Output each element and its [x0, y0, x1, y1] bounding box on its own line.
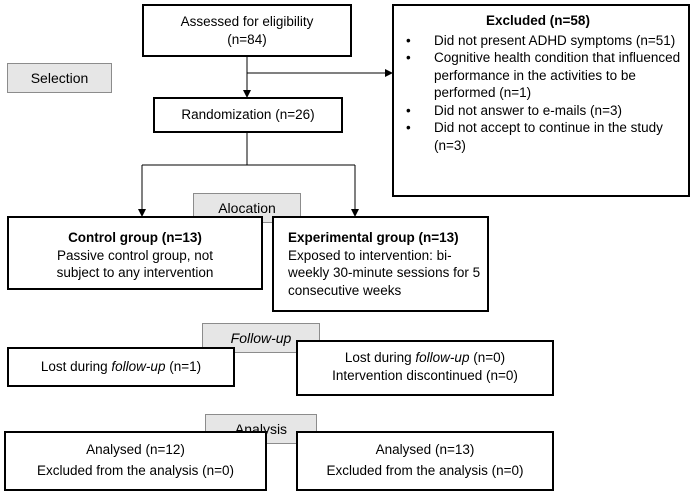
- experimental-group-desc-line1: Exposed to intervention: bi-: [288, 247, 452, 263]
- excluded-item: Did not answer to e-mails (n=3): [394, 102, 682, 120]
- control-group-title: Control group (n=13): [68, 230, 202, 245]
- analysis-experimental-box: Analysed (n=13) Excluded from the analys…: [296, 431, 554, 491]
- assessed-label: Assessed for eligibility: [180, 14, 314, 29]
- randomization-label: Randomization (n=26): [181, 107, 315, 122]
- experimental-group-box: Experimental group (n=13) Exposed to int…: [272, 216, 489, 312]
- analysis-control-box: Analysed (n=12) Excluded from the analys…: [4, 431, 267, 491]
- analysis-experimental-line2: Excluded from the analysis (n=0): [326, 462, 524, 478]
- analysis-experimental-line1: Analysed (n=13): [375, 442, 475, 457]
- followup-experimental-line1: Lost during follow-up (n=0): [298, 349, 552, 367]
- excluded-item: Did not accept to continue in the study …: [394, 119, 682, 154]
- analysis-control-line1: Analysed (n=12): [86, 442, 185, 457]
- control-group-desc-line2: subject to any intervention: [56, 265, 214, 280]
- control-group-desc-line1: Passive control group, not: [56, 247, 214, 263]
- excluded-box: Excluded (n=58) Did not present ADHD sym…: [392, 4, 690, 197]
- analysis-control-line2: Excluded from the analysis (n=0): [37, 462, 234, 478]
- followup-experimental-line2: Intervention discontinued (n=0): [332, 367, 518, 383]
- followup-experimental-suffix: (n=0): [469, 350, 506, 365]
- experimental-group-desc-line3: consecutive weeks: [288, 282, 402, 298]
- followup-experimental-prefix: Lost during: [344, 350, 416, 365]
- experimental-group-title: Experimental group (n=13): [288, 230, 459, 245]
- control-group-box: Control group (n=13) Passive control gro…: [7, 216, 263, 290]
- followup-experimental-box: Lost during follow-up (n=0) Intervention…: [296, 340, 554, 396]
- experimental-group-desc-line2: weekly 30-minute sessions for 5: [288, 265, 481, 280]
- randomization-box: Randomization (n=26): [153, 97, 343, 133]
- followup-control-italic: follow-up: [111, 359, 166, 374]
- followup-control-suffix: (n=1): [165, 359, 202, 374]
- followup-experimental-italic: follow-up: [415, 350, 470, 365]
- excluded-item: Cognitive health condition that influenc…: [394, 49, 682, 102]
- followup-control-box: Lost during follow-up (n=1): [7, 347, 235, 387]
- excluded-item: Did not present ADHD symptoms (n=51): [394, 32, 682, 50]
- followup-control-prefix: Lost during: [40, 359, 112, 374]
- excluded-list: Did not present ADHD symptoms (n=51) Cog…: [394, 32, 682, 155]
- assessed-count: (n=84): [227, 31, 267, 47]
- excluded-title: Excluded (n=58): [486, 13, 590, 28]
- assessed-box: Assessed for eligibility (n=84): [142, 4, 352, 57]
- stage-selection: Selection: [7, 63, 112, 93]
